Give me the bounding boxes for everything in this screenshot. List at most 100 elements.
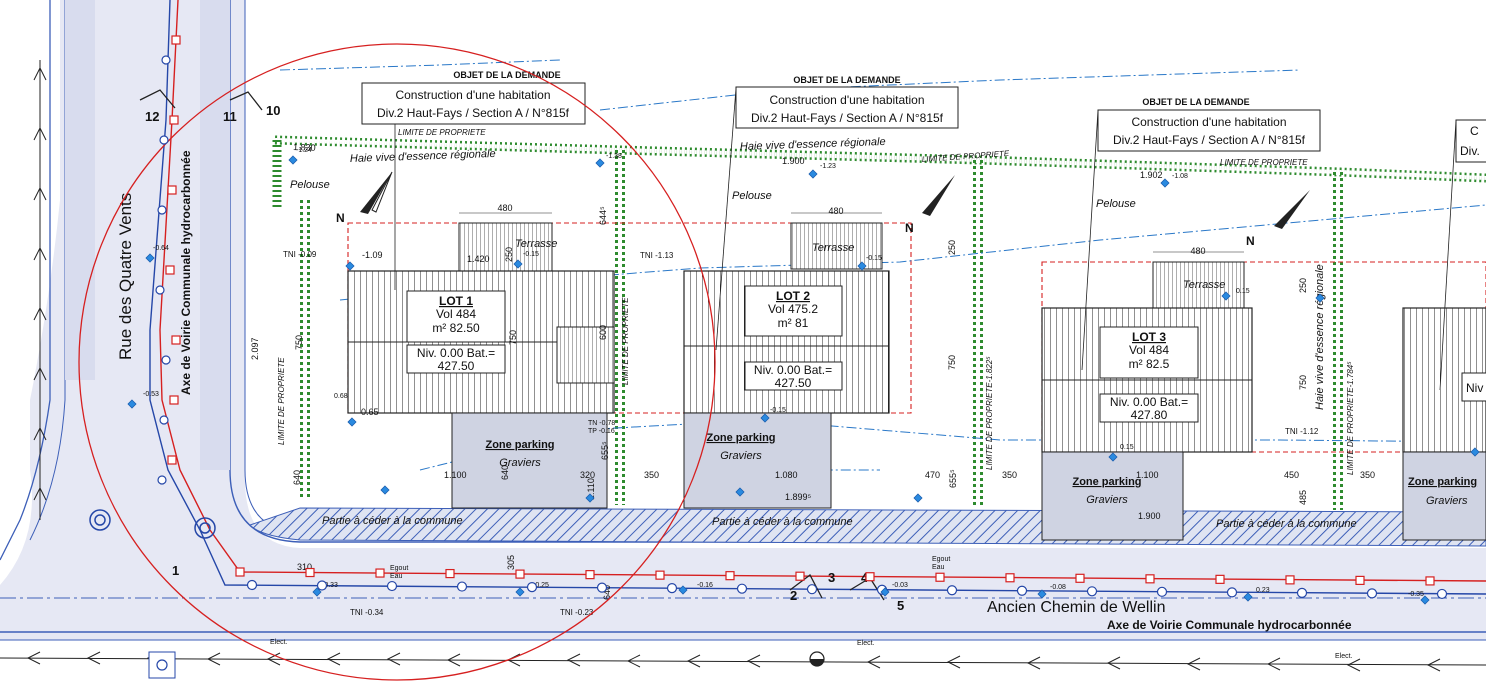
level-text: -0.33	[322, 582, 338, 589]
lot-3-area: m² 82.5	[1129, 357, 1170, 371]
callout-line-1: Construction d'une habitation	[769, 93, 924, 107]
point-number: 11	[223, 109, 237, 124]
area-labels: Terrasse Terrasse Terrasse Zone parking …	[277, 128, 1477, 530]
level-text: 0.23	[1256, 587, 1270, 594]
special-symbols	[89, 509, 825, 679]
dimension-text: 305	[506, 555, 516, 570]
level-text: TNI -0.09	[283, 250, 317, 259]
dimension-text: 480	[497, 203, 512, 213]
sewer-manhole	[445, 568, 455, 579]
property-limit-label: LIMITE DE PROPRIETE-1.822⁵	[985, 356, 994, 470]
level-text: TNI -1.12	[1285, 427, 1319, 436]
level-diamond	[380, 485, 390, 495]
bottom-street-name: Ancien Chemin de Wellin	[987, 599, 1165, 616]
street-labels: Rue des Quatre Vents Axe de Voirie Commu…	[116, 150, 1352, 632]
level-diamond	[145, 253, 155, 263]
dimension-text: 1.100	[1136, 470, 1159, 480]
hedge-label: Haie vive d'essence régionale	[350, 148, 496, 165]
dimension-text: 1.900	[1138, 511, 1161, 521]
sewer-manhole	[1425, 576, 1435, 586]
sewer-manhole	[167, 185, 177, 195]
lot-2-label: LOT 2	[776, 289, 810, 303]
point-number: 10	[266, 103, 280, 118]
hedge-label: Haie vive d'essence régionale	[1314, 264, 1326, 410]
north-arrow-letter: N	[1246, 234, 1255, 248]
sewer-manhole	[165, 265, 175, 275]
callout-lot-3: OBJET DE LA DEMANDE Construction d'une h…	[1081, 97, 1321, 371]
lot-3-niv: Niv. 0.00 Bat.=	[1110, 395, 1188, 409]
water-valve	[736, 583, 748, 594]
level-text: TNI -0.34	[350, 608, 384, 617]
dimension-text: 600	[598, 325, 608, 340]
level-diamond	[880, 587, 890, 597]
hedge-label: Haie vive d'essence régionale	[740, 136, 886, 153]
property-limit-label: LIMITE DE PROPRIETE	[621, 297, 630, 385]
dimension-text: 1.830	[293, 142, 316, 153]
level-text: -0.08	[1050, 584, 1066, 591]
sewer-manhole	[515, 569, 525, 579]
level-diamond	[127, 399, 137, 409]
level-diamond	[1160, 178, 1170, 188]
water-line	[149, 0, 1486, 595]
sewer-manhole	[169, 115, 179, 125]
level-diamond	[760, 413, 770, 423]
dimension-text: 350	[644, 470, 659, 480]
level-text: -0.64	[153, 245, 169, 252]
dimension-text: 750	[947, 355, 957, 370]
level-text: -0.35	[1408, 591, 1424, 598]
level-text: 0.15	[1236, 288, 1250, 295]
dimension-text: 480	[1190, 246, 1205, 256]
water-valve	[1156, 586, 1168, 597]
water-valve	[386, 580, 398, 592]
scope-circle	[78, 43, 716, 681]
water-valve	[161, 55, 171, 65]
dimension-text: 1.899⁵	[785, 492, 812, 502]
dimension-text: 644⁵	[598, 206, 608, 225]
north-arrow: N N N	[336, 171, 1310, 248]
dimension-text: 310	[297, 562, 312, 572]
level-diamond	[913, 493, 923, 503]
water-valve	[1296, 587, 1308, 598]
point-number: 5	[897, 598, 904, 613]
callout-lot-4: C Div.	[1439, 119, 1486, 391]
level-markers: TNI -0.09 TNI -1.13 TNI -1.12 TNI -0.34 …	[143, 147, 1424, 617]
dimension-text: 750	[508, 330, 518, 345]
callout-header: OBJET DE LA DEMANDE	[453, 70, 560, 80]
water-valve	[666, 583, 678, 594]
water-valve	[1226, 587, 1238, 598]
terrace-label: Terrasse	[812, 242, 854, 254]
dimension-text: 655⁵	[948, 469, 958, 488]
dimension-text: 480	[828, 206, 843, 216]
sewer-manhole	[1215, 574, 1225, 584]
level-text: -1.24	[296, 147, 312, 154]
water-valve	[159, 135, 169, 145]
level-diamond	[288, 155, 298, 165]
lawn-label: Pelouse	[290, 179, 330, 191]
gravel-label: Graviers	[720, 450, 762, 462]
level-diamond	[585, 493, 595, 503]
cession-label: Partie à céder à la commune	[1216, 518, 1357, 530]
north-arrow-letter: N	[905, 221, 914, 235]
sewer-manhole	[1355, 575, 1365, 586]
dimension-text: 250	[504, 247, 514, 262]
bottom-street-axis: Axe de Voirie Communale hydrocarbonnée	[1107, 618, 1352, 632]
utility-labels: Egout Eau Egout Eau Elect. Elect. Elect.	[270, 556, 1353, 660]
gravel-label: Graviers	[1086, 494, 1128, 506]
left-street-axis: Axe de Voirie Communale hydrocarbonnée	[179, 150, 193, 395]
water-valve	[316, 580, 328, 591]
dimension-text: 1.110	[586, 478, 596, 500]
callout-header: OBJET DE LA DEMANDE	[793, 75, 900, 85]
point-number: 1	[172, 563, 179, 578]
dimension-text: 1.900	[782, 156, 805, 166]
water-valve	[161, 355, 171, 365]
dimension-text: 1.420	[467, 254, 490, 264]
level-diamond	[1221, 291, 1231, 301]
sewer-manhole	[235, 567, 245, 577]
parking-label: Zone parking	[485, 439, 554, 451]
lot-4-info: Niv	[1461, 372, 1486, 402]
level-diamond	[735, 487, 745, 497]
water-label: Eau	[932, 564, 945, 571]
lot-2-area: m² 81	[778, 316, 809, 330]
callout-line-1: C	[1470, 124, 1479, 138]
